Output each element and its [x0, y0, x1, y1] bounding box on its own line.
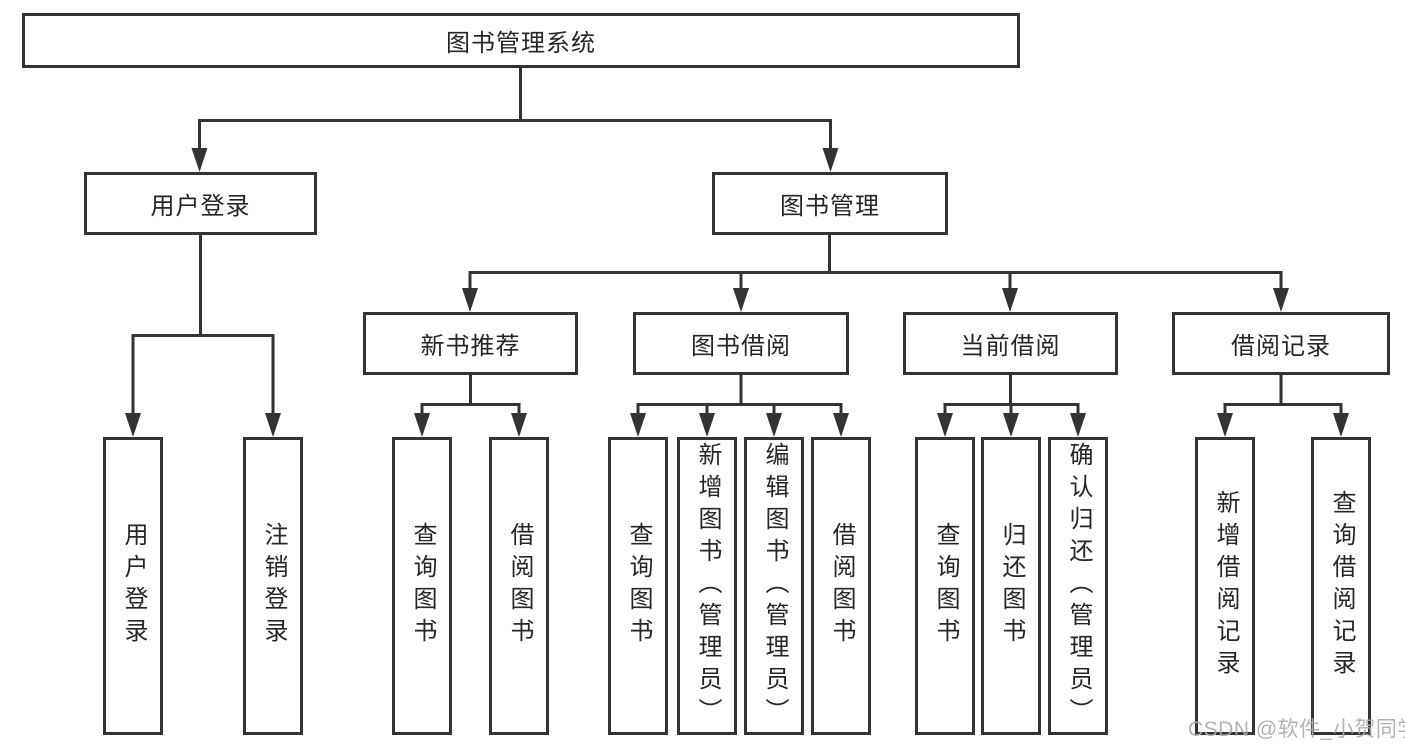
node-current-borrowing-label: 当前借阅: [960, 333, 1061, 360]
leaf-query-borrow-record: 查询借阅记录: [1311, 437, 1371, 735]
leaf-add-book-admin: 新增图书（管理员）: [677, 437, 737, 735]
leaf-query-books-borrowing-label: 查询图书: [625, 522, 652, 650]
node-user-login: 用户登录: [84, 172, 317, 235]
csdn-watermark: CSDN @软件_小贺同学: [1188, 718, 1405, 741]
leaf-query-books-current-label: 查询图书: [932, 522, 959, 650]
leaf-edit-book-admin: 编辑图书（管理员）: [744, 437, 804, 735]
node-book-borrowing: 图书借阅: [633, 312, 849, 375]
node-user-login-label: 用户登录: [150, 193, 251, 220]
leaf-return-book: 归还图书: [981, 437, 1041, 735]
leaf-add-book-admin-label: 新增图书（管理员）: [694, 442, 721, 730]
leaf-add-borrow-record-label: 新增借阅记录: [1212, 490, 1239, 682]
node-borrow-records-label: 借阅记录: [1231, 333, 1331, 360]
node-library-system: 图书管理系统: [22, 13, 1020, 68]
leaf-confirm-return-admin-label: 确认归还（管理员）: [1065, 442, 1092, 730]
node-current-borrowing: 当前借阅: [903, 312, 1118, 375]
node-new-book-recommend-label: 新书推荐: [420, 333, 521, 360]
leaf-borrow-books-recommend-label: 借阅图书: [506, 522, 533, 650]
leaf-borrow-books-borrowing: 借阅图书: [811, 437, 871, 735]
leaf-query-books-borrowing: 查询图书: [608, 437, 668, 735]
leaf-query-books-recommend-label: 查询图书: [409, 522, 436, 650]
node-book-management-label: 图书管理: [780, 193, 880, 220]
node-book-management: 图书管理: [712, 172, 948, 235]
leaf-confirm-return-admin: 确认归还（管理员）: [1048, 437, 1108, 735]
leaf-user-login: 用户登录: [103, 437, 163, 735]
node-library-system-label: 图书管理系统: [446, 30, 596, 57]
leaf-borrow-books-recommend: 借阅图书: [489, 437, 549, 735]
leaf-query-books-recommend: 查询图书: [392, 437, 452, 735]
leaf-borrow-books-borrowing-label: 借阅图书: [828, 522, 855, 650]
leaf-user-login-label: 用户登录: [120, 522, 147, 650]
leaf-query-borrow-record-label: 查询借阅记录: [1328, 490, 1355, 682]
node-borrow-records: 借阅记录: [1172, 312, 1390, 375]
leaf-logout-label: 注销登录: [260, 522, 287, 650]
node-book-borrowing-label: 图书借阅: [691, 333, 791, 360]
leaf-edit-book-admin-label: 编辑图书（管理员）: [761, 442, 788, 730]
leaf-return-book-label: 归还图书: [998, 522, 1025, 650]
leaf-add-borrow-record: 新增借阅记录: [1195, 437, 1255, 735]
leaf-logout: 注销登录: [243, 437, 303, 735]
node-new-book-recommend: 新书推荐: [363, 312, 578, 375]
leaf-query-books-current: 查询图书: [915, 437, 975, 735]
